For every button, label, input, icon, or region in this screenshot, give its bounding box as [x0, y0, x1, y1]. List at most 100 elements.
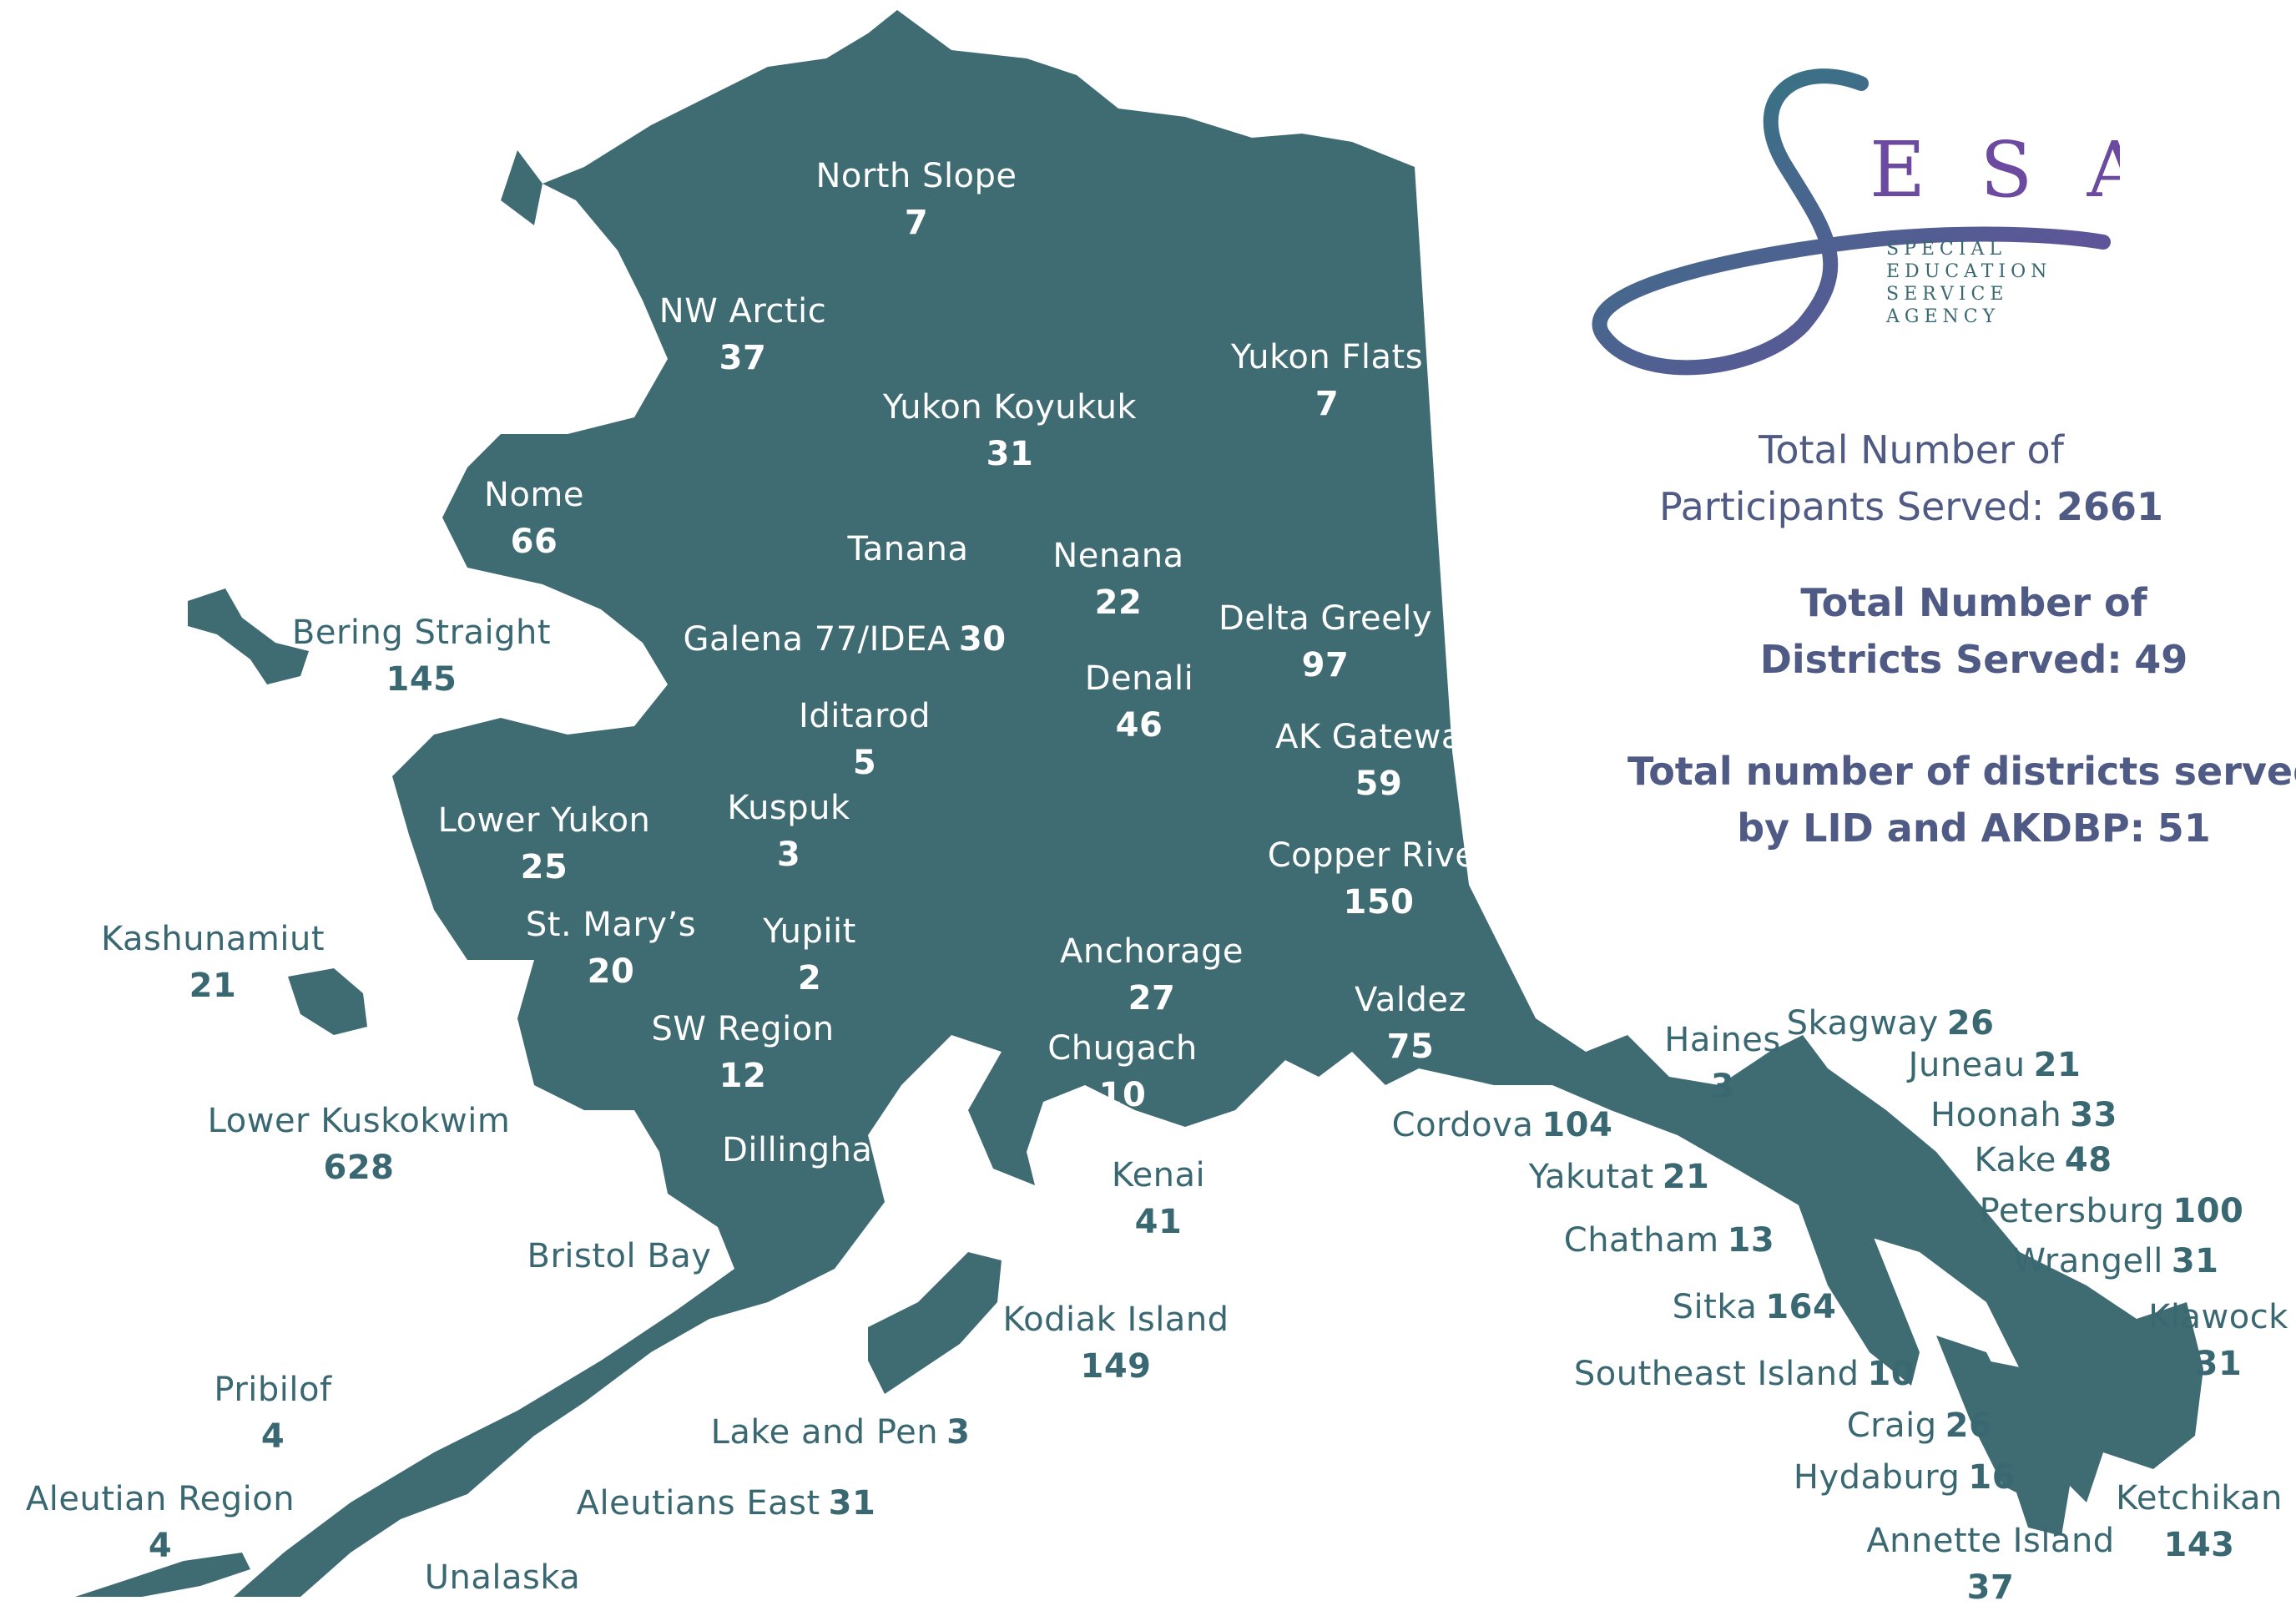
region-name: Yakutat: [1528, 1158, 1654, 1196]
region-name: Wrangell: [2012, 1242, 2163, 1280]
sesa-tagline-1: SPECIAL: [1886, 239, 2006, 260]
region-name: Copper River: [1267, 836, 1491, 875]
region-count: 26: [1946, 1004, 1995, 1043]
region-count: 7: [904, 204, 929, 242]
region-count: 37: [719, 339, 767, 377]
region-name: Cordova: [1391, 1106, 1534, 1144]
region-name: Delta Greely: [1219, 599, 1432, 638]
land-se-island-3: [1986, 1361, 2070, 1536]
sesa-tagline-3: SERVICE: [1886, 284, 2008, 305]
land-st-lawrence-island: [188, 588, 309, 684]
region-label-nome: Nome 66: [484, 472, 584, 565]
region-name: Haines: [1664, 1021, 1781, 1059]
region-name: Hoonah: [1930, 1096, 2062, 1134]
region-name: Pribilof: [214, 1371, 332, 1409]
region-name: Yupiit: [763, 912, 856, 951]
region-count: 46: [1115, 706, 1163, 745]
region-count: 30: [958, 620, 1007, 659]
region-name: St. Mary’s: [525, 906, 697, 944]
land-se-island-1: [1794, 1185, 1920, 1386]
region-name: Lower Kuskokwim: [207, 1102, 511, 1140]
region-count: 10: [1098, 1076, 1147, 1114]
region-name: Yukon Koyukuk: [882, 388, 1138, 427]
region-count: 164: [1765, 1288, 1837, 1326]
region-name: Unalaska: [424, 1558, 581, 1597]
region-count: 66: [510, 523, 558, 561]
sesa-logo-swoosh: [1592, 68, 2111, 376]
stat-districts: Total Number of Districts Served: 49: [1760, 574, 2188, 688]
region-name: Nenana: [1052, 537, 1184, 575]
region-count: 13: [1727, 1221, 1775, 1260]
region-name: Iditarod: [799, 697, 931, 735]
land-kodiak-island: [868, 1252, 1002, 1394]
region-label-unalaska: Unalaska: [425, 1554, 581, 1601]
region-label-nenana: Nenana 22: [1052, 533, 1183, 626]
region-count: 10: [1867, 1355, 1915, 1393]
region-name: Petersburg: [1979, 1192, 2165, 1230]
region-count: 21: [2033, 1046, 2082, 1084]
region-name: Bering Straight: [291, 614, 552, 652]
stat-lid-akdbp: Total number of districts served by LID …: [1627, 743, 2296, 856]
region-name: Denali: [1084, 659, 1194, 698]
region-name: Lake and Pen: [710, 1413, 939, 1452]
region-count: 22: [1094, 583, 1143, 622]
region-name: Juneau: [1908, 1046, 2026, 1084]
region-count: 12: [719, 1057, 767, 1095]
region-count: 143: [2163, 1526, 2235, 1564]
region-name: Yukon Flats: [1230, 338, 1424, 376]
region-count: 3: [1710, 1068, 1735, 1106]
region-count: 20: [587, 952, 635, 991]
region-count: 59: [1355, 765, 1403, 803]
region-name: Kenai: [1111, 1156, 1206, 1194]
region-name: Galena 77/IDEA: [683, 620, 951, 659]
region-name: Nome: [484, 476, 584, 514]
region-name: Bristol Bay: [527, 1237, 712, 1275]
region-name: Chatham: [1563, 1221, 1719, 1260]
region-count: 31: [2171, 1242, 2219, 1280]
region-name: Kodiak Island: [1002, 1300, 1229, 1339]
stat-participants-line1: Total Number of: [1759, 427, 2064, 472]
stat-lid-line2: by LID and AKDBP:: [1737, 806, 2146, 851]
region-count: 27: [1128, 979, 1176, 1018]
region-count: 31: [986, 435, 1034, 473]
land-mainland: [234, 10, 2203, 1597]
stat-lid-value: 51: [2157, 806, 2211, 851]
region-label-ketchikan: Ketchikan 143: [2116, 1475, 2283, 1568]
region-count: 4: [260, 1417, 285, 1456]
land-nunivak-island: [288, 968, 367, 1035]
region-count: 31: [2194, 1345, 2243, 1383]
region-count: 4: [148, 1527, 173, 1565]
region-name: Kuspuk: [727, 789, 850, 827]
region-name: Tanana: [847, 530, 969, 568]
region-label-haines: Haines 3: [1664, 1017, 1781, 1110]
stat-districts-line1: Total Number of: [1800, 580, 2147, 625]
region-name: SW Region: [651, 1010, 835, 1048]
region-name: Ketchikan: [2116, 1479, 2283, 1518]
region-count: 2: [797, 959, 822, 997]
region-count: 37: [1966, 1568, 2015, 1607]
region-name: North Slope: [815, 157, 1017, 195]
